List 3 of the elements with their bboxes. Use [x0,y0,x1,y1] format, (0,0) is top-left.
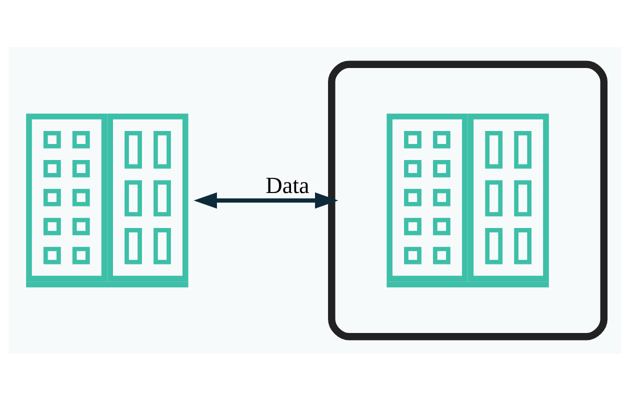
edge-label: Data [266,172,310,198]
arrow [194,192,338,208]
cluster [328,60,608,340]
